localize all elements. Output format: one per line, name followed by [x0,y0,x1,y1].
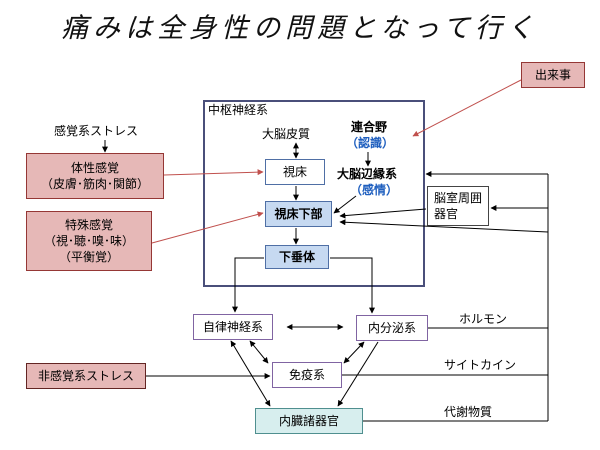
hypothalamus-box: 視床下部 [265,201,332,227]
red-arrow-somatic-thalamus [163,169,264,176]
special-line1: 特殊感覚 [64,218,113,232]
slide-title: 痛みは全身性の問題となって行く [61,13,539,44]
special-line3: （平衡覚） [58,250,119,264]
metabolite-label: 代謝物質 [444,405,493,419]
special-line2: （視･聴･嗅･味） [43,234,134,248]
special-sensation-box: 特殊感覚 （視･聴･嗅･味） （平衡覚） [26,211,152,271]
cvo-label-line1: 脳室周囲 [433,191,482,205]
cytokine-label: サイトカイン [444,358,517,372]
limbic-system-label: 大脳辺縁系 [337,167,398,181]
arrow-endocrine-visceral [337,341,379,407]
non-sensory-stress-label: 非感覚系ストレス [37,369,134,383]
event-box: 出来事 [521,62,585,88]
arrow-autonomic-immune [249,340,269,364]
cognition-label: （認識） [346,136,395,150]
pituitary-box: 下垂体 [265,245,329,269]
immune-system-box: 免疫系 [272,362,342,388]
non-sensory-stress-box: 非感覚系ストレス [26,363,146,389]
thalamus-label: 視床 [282,165,307,179]
emotion-label: （感情） [350,183,399,197]
endocrine-label: 内分泌系 [367,321,416,335]
feedback-to-hypothalamus [339,219,549,233]
arrow-limbic-hypothalamus [333,195,357,214]
event-label: 出来事 [534,68,571,82]
cerebral-cortex-label: 大脳皮質 [262,127,311,141]
red-arrow-event-association [412,79,522,137]
somatic-line2: （皮膚･筋肉･関節） [40,177,149,191]
autonomic-nervous-system-box: 自律神経系 [193,314,273,340]
thalamus-box: 視床 [265,159,325,185]
arrow-pituitary-autonomic [232,257,264,313]
sensory-stress-label: 感覚系ストレス [54,124,139,138]
somatic-line1: 体性感覚 [70,161,119,175]
cvo-to-hypothalamus [339,208,427,219]
somatic-sensation-box: 体性感覚 （皮膚･筋肉･関節） [26,153,164,199]
visceral-label: 内臓諸器官 [278,414,339,428]
hypothalamus-label: 視床下部 [274,207,323,221]
visceral-organs-box: 内臓諸器官 [255,408,363,434]
circumventricular-organ-box: 脳室周囲 器官 [427,186,489,226]
endocrine-system-box: 内分泌系 [356,315,428,341]
cvo-label-line2: 器官 [433,207,458,221]
association-area-label: 連合野 [351,120,388,134]
hormone-label: ホルモン [459,312,508,326]
red-arrow-special-hypothalamus [151,211,264,244]
cns-frame [203,100,425,287]
autonomic-label: 自律神経系 [202,320,263,334]
arrow-endocrine-immune [343,341,365,364]
pituitary-label: 下垂体 [278,250,315,264]
arrow-pituitary-endocrine [330,257,375,314]
immune-label: 免疫系 [288,368,325,382]
cns-label: 中枢神経系 [208,103,269,117]
arrow-autonomic-visceral [230,340,271,407]
